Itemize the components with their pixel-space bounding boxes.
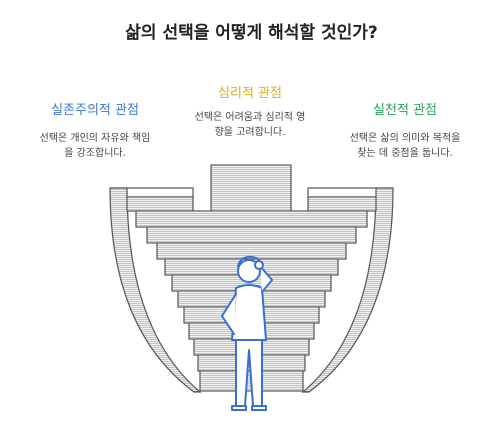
practical-desc-line-2: 찾는 데 중점을 둡니다.: [357, 148, 453, 159]
psychological-desc-line-1: 선택은 어려움과 심리적 영: [194, 112, 306, 123]
left-top-platform: [126, 187, 194, 212]
practical-description: 선택은 삶의 의미와 목적을 찾는 데 중점을 둡니다.: [330, 131, 480, 161]
left-funnel-wall: [109, 187, 202, 393]
diagram-title: 삶의 선택을 어떻게 해석할 것인가?: [125, 23, 378, 43]
right-funnel-wall: [301, 187, 394, 393]
right-top-platform: [307, 187, 377, 212]
psychological-heading: 심리적 관점: [218, 86, 282, 101]
psychological-description: 선택은 어려움과 심리적 영 향을 고려합니다.: [175, 110, 325, 140]
psychological-desc-line-2: 향을 고려합니다.: [214, 127, 286, 138]
practical-heading: 실천적 관점: [373, 103, 437, 118]
confused-person-figure: [221, 255, 273, 411]
practical-desc-line-1: 선택은 삶의 의미와 목적을: [349, 133, 461, 144]
existential-desc-line-2: 을 강조합니다.: [64, 148, 126, 159]
center-column: [210, 164, 292, 216]
existential-desc-line-1: 선택은 개인의 자유와 책임: [39, 133, 151, 144]
existential-description: 선택은 개인의 자유와 책임 을 강조합니다.: [20, 131, 170, 161]
existential-heading: 실존주의적 관점: [51, 103, 139, 118]
